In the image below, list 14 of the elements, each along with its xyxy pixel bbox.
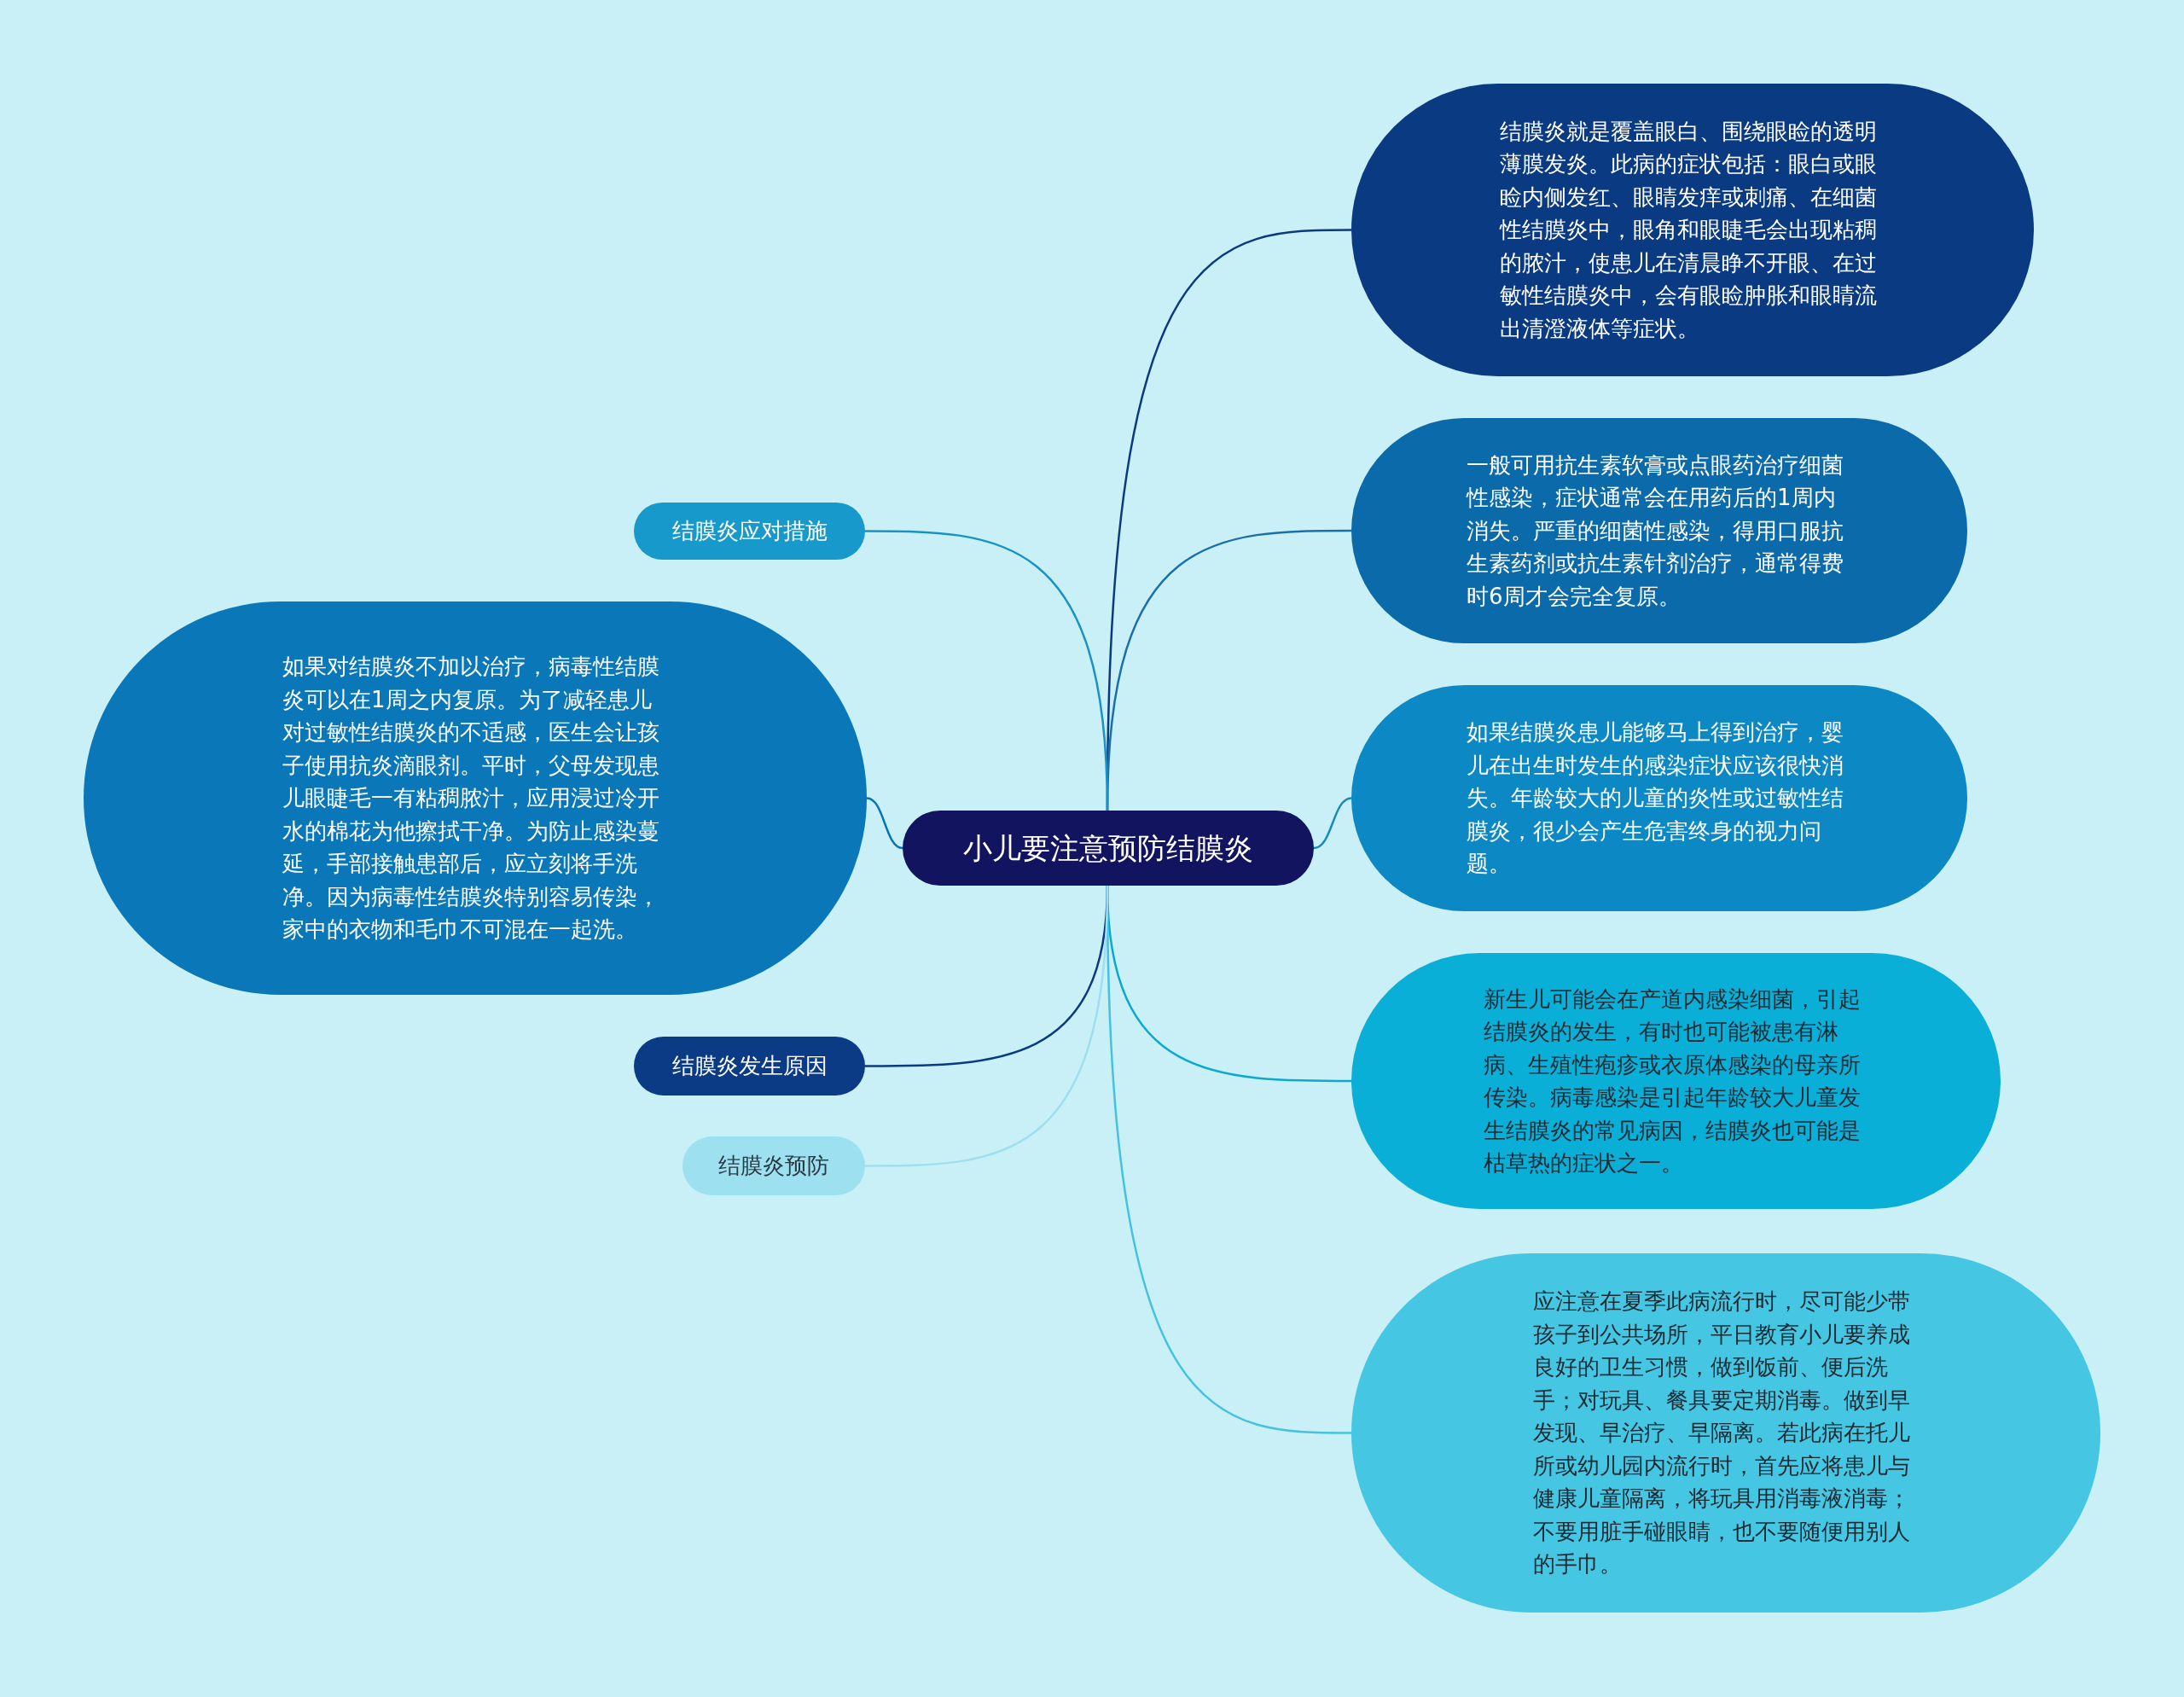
text-bubble: 如果结膜炎患儿能够马上得到治疗，婴儿在出生时发生的感染症状应该很快消失。年龄较大的儿童的炎性或过敏性结膜炎，很少会产生危害终身的视力问题。 [1351, 685, 1967, 911]
connector-line [866, 797, 903, 850]
connector-line [1313, 797, 1352, 850]
text-bubble: 如果对结膜炎不加以治疗，病毒性结膜炎可以在1周之内复原。为了减轻患儿对过敏性结膜炎的不适感，医生会让孩子使用抗炎滴眼剂。平时，父母发现患儿眼睫毛一有粘稠脓汁，应用浸过冷开水的棉花为他擦拭干净。为防止感染蔓延，手部接触患部后，应立刻将手洗净。因为病毒性结膜炎特别容易传染，家中的衣物和毛巾不可混在一起洗。 [84, 602, 867, 995]
connector-line [865, 530, 1109, 811]
topic-pill: 结膜炎发生原因 [634, 1037, 865, 1095]
text-bubble: 一般可用抗生素软膏或点眼药治疗细菌性感染，症状通常会在用药后的1周内消失。严重的细菌性感染，得用口服抗生素药剂或抗生素针剂治疗，通常得费时6周才会完全复原。 [1351, 418, 1967, 643]
topic-pill: 结膜炎应对措施 [634, 503, 865, 560]
topic-pill: 结膜炎预防 [682, 1136, 865, 1195]
text-bubble: 结膜炎就是覆盖眼白、围绕眼睑的透明薄膜发炎。此病的症状包括：眼白或眼睑内侧发红、眼睛发痒或刺痛、在细菌性结膜炎中，眼角和眼睫毛会出现粘稠的脓汁，使患儿在清晨睁不开眼、在过敏性结膜炎中，会有眼睑肿胀和眼睛流出清澄液体等症状。 [1351, 84, 2034, 376]
text-bubble: 新生儿可能会在产道内感染细菌，引起结膜炎的发生，有时也可能被患有淋病、生殖性疱疹或衣原体感染的母亲所传染。病毒感染是引起年龄较大儿童发生结膜炎的常见病因，结膜炎也可能是枯草热的症状之一。 [1351, 953, 2001, 1209]
central-topic: 小儿要注意预防结膜炎 [903, 811, 1314, 886]
connector-line [865, 885, 1109, 1167]
text-bubble: 应注意在夏季此病流行时，尽可能少带孩子到公共场所，平日教育小儿要养成良好的卫生习惯，做到饭前、便后洗手；对玩具、餐具要定期消毒。做到早发现、早治疗、早隔离。若此病在托儿所或幼儿园内流行时，首先应将患儿与健康儿童隔离，将玩具用消毒液消毒；不要用脏手碰眼睛，也不要随便用别人的手巾。 [1351, 1253, 2100, 1613]
